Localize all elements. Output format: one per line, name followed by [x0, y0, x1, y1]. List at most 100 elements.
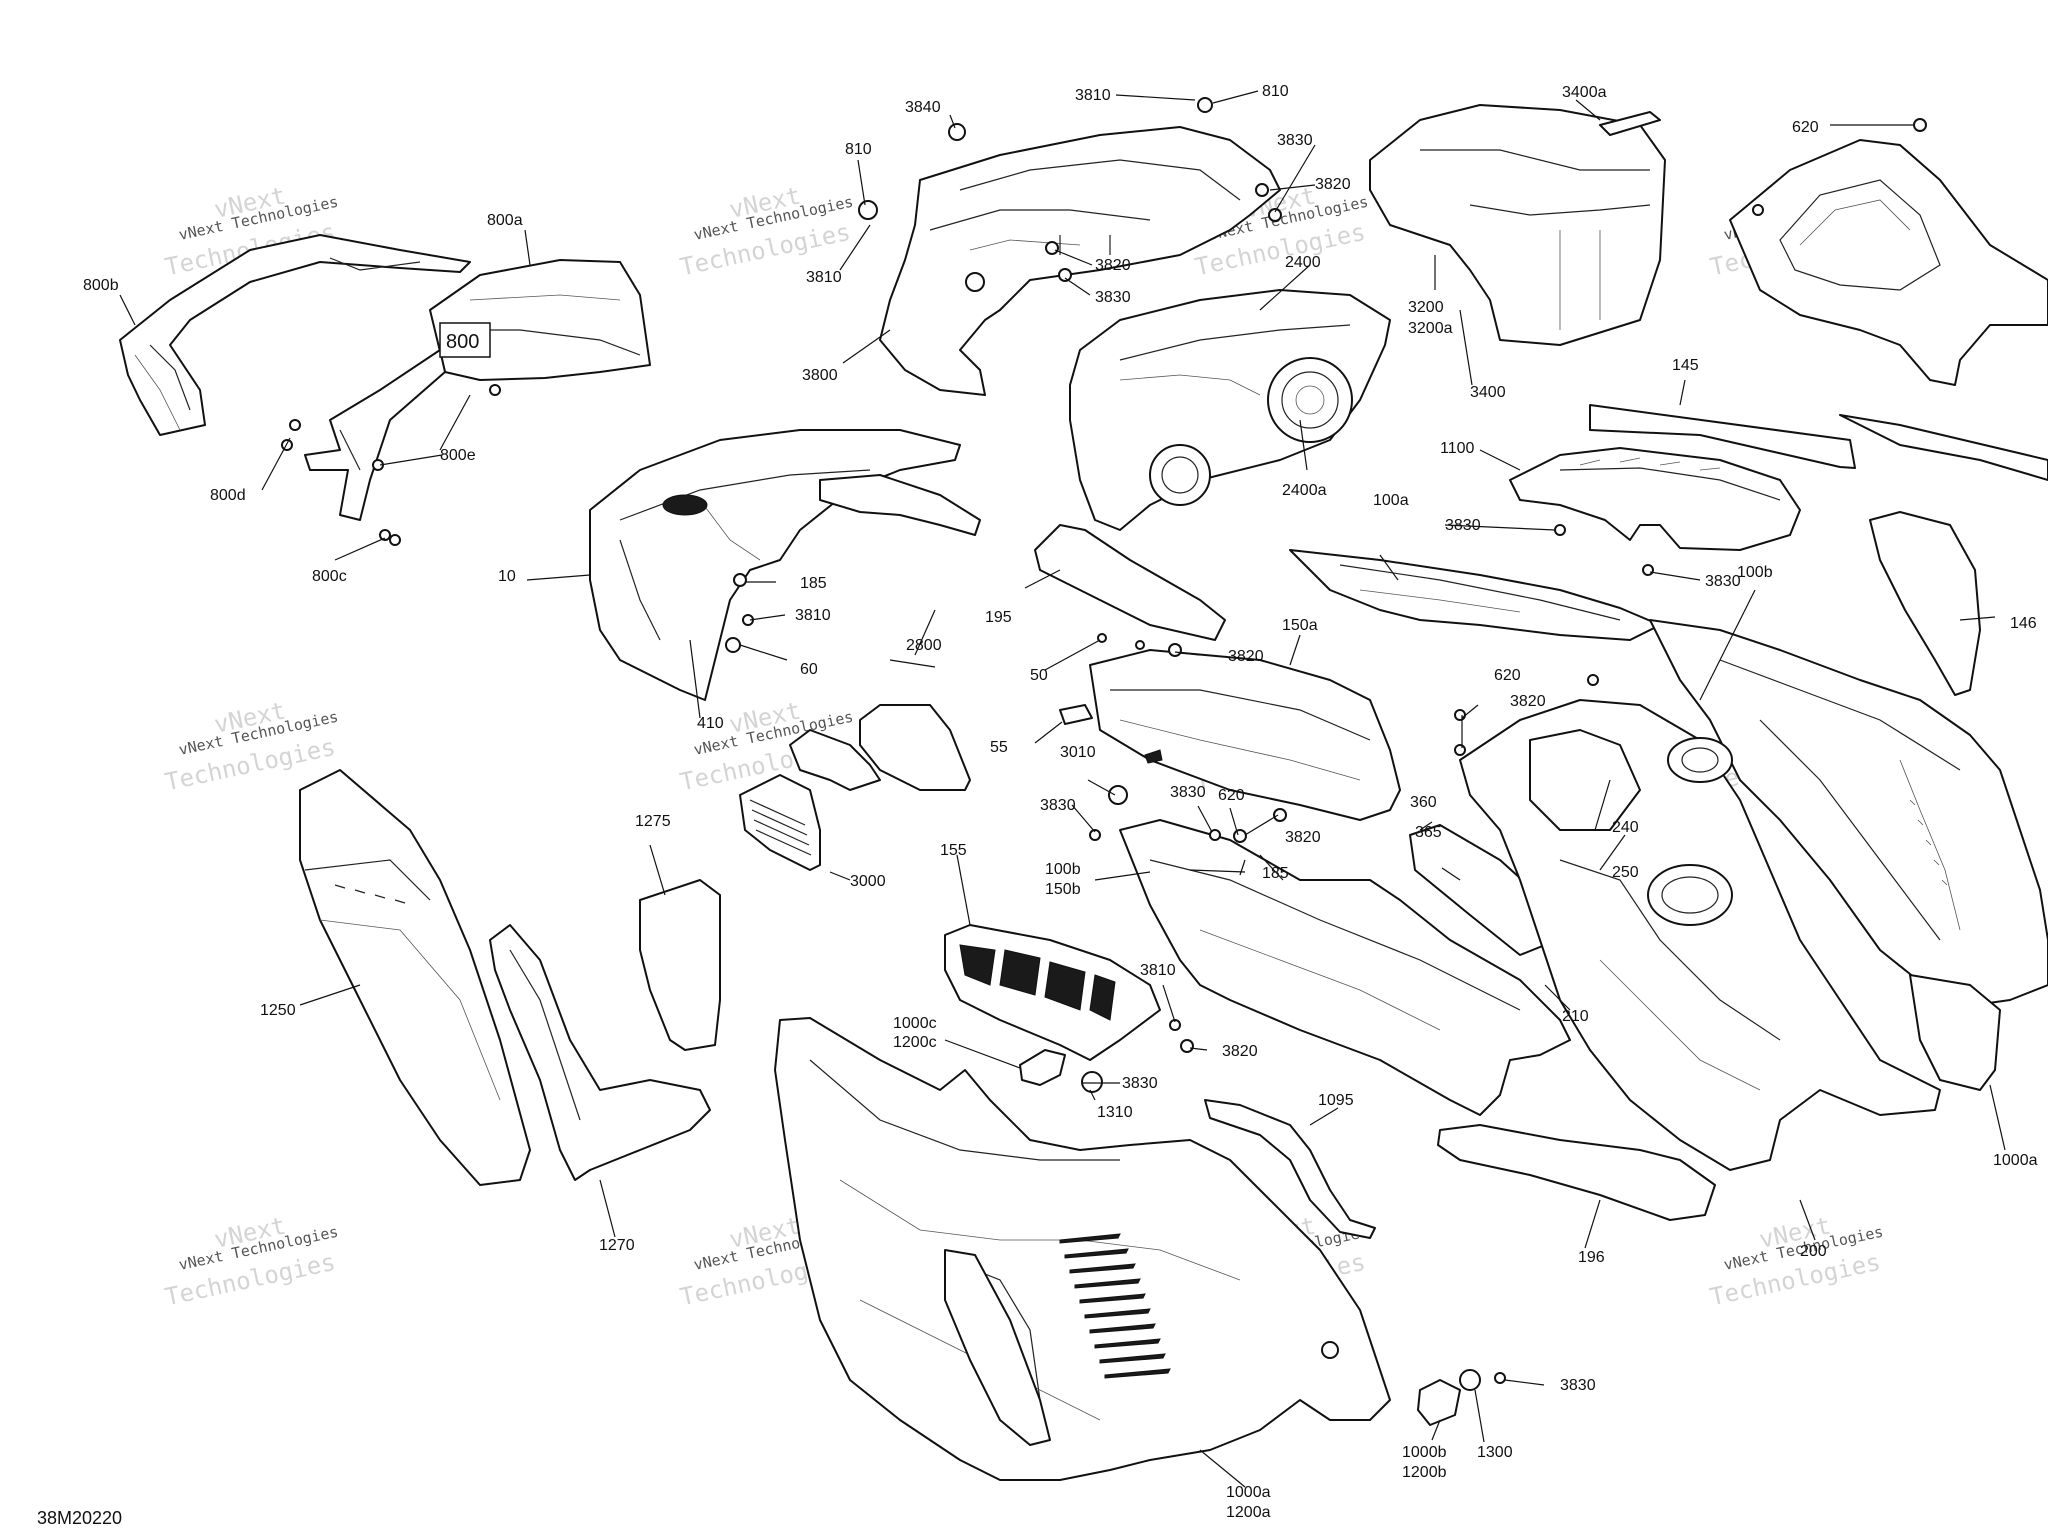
- callout-label: 100a: [1373, 492, 1409, 509]
- callout-label: 1300: [1477, 1444, 1513, 1461]
- callout-label: 195: [985, 609, 1012, 626]
- callout-label: 155: [940, 842, 967, 859]
- callout-label: 1310: [1097, 1104, 1133, 1121]
- part-240-tank: [1459, 699, 1941, 1171]
- callout-label: 3820: [1285, 829, 1321, 846]
- callout-label: 3810: [1075, 87, 1111, 104]
- part-155-vent: [944, 924, 1161, 1061]
- callout-label: 3820: [1228, 648, 1264, 665]
- leader-lines: [119, 90, 2006, 1488]
- part-1250-panel: [299, 769, 531, 1186]
- callout-label: 800a: [487, 212, 523, 229]
- callout-label: 3400a: [1562, 84, 1607, 101]
- part-10-nose-fairing: [589, 429, 981, 701]
- watermark: vNext Technologies vNext Technologies: [678, 181, 855, 281]
- part-1095-strip: [1204, 1099, 1376, 1239]
- callout-label: 185: [1262, 865, 1289, 882]
- part-1000a-right-panel: [1909, 974, 2001, 1091]
- part-3800-upper-cover: [879, 126, 1281, 396]
- part-3000-grille: [739, 774, 821, 871]
- callout-label: 50: [1030, 667, 1048, 684]
- callout-label: 1000b: [1402, 1444, 1447, 1461]
- parts-drawing: [119, 97, 2048, 1481]
- callout-label: 1200c: [893, 1034, 937, 1051]
- callout-label: 800d: [210, 487, 246, 504]
- part-800-bracket: [304, 349, 446, 521]
- part-100a-rail: [1289, 549, 1661, 641]
- callout-label: 3830: [1095, 289, 1131, 306]
- callout-label: 210: [1562, 1008, 1589, 1025]
- callout-label: 3830: [1277, 132, 1313, 149]
- part-146-panel: [1839, 414, 2048, 696]
- callout-label: 185: [800, 575, 827, 592]
- callout-label: 800b: [83, 277, 119, 294]
- part-1100-support: [1509, 447, 1801, 551]
- part-150a-side-panel: [1089, 649, 1401, 821]
- callout-label: 620: [1792, 119, 1819, 136]
- part-800a-cowl: [429, 259, 651, 381]
- watermark: vNext Technologies vNext Technologies: [163, 1211, 340, 1311]
- callout-label: 3830: [1170, 784, 1206, 801]
- part-196-trim: [1437, 1124, 1716, 1221]
- watermark: vNext Technologies vNext Technologies: [1708, 1211, 1885, 1311]
- callout-label: 3830: [1705, 573, 1741, 590]
- callout-label: 146: [2010, 615, 2037, 632]
- callout-label: 3830: [1445, 517, 1481, 534]
- callout-label: 1000a: [1993, 1152, 2038, 1169]
- callout-label: 1270: [599, 1237, 635, 1254]
- callout-label: 620: [1494, 667, 1521, 684]
- part-800b-trim: [119, 234, 471, 436]
- assembly-label-frame: [439, 322, 491, 358]
- callout-label: 3400: [1470, 384, 1506, 401]
- callout-label: 1000c: [893, 1015, 937, 1032]
- callout-label: 3810: [1140, 962, 1176, 979]
- callout-label: 800e: [440, 447, 476, 464]
- callout-label: 3810: [795, 607, 831, 624]
- callout-label: 3820: [1510, 693, 1546, 710]
- part-1000c-clip: [1019, 1049, 1103, 1093]
- callout-label: 3830: [1040, 797, 1076, 814]
- callout-label: 60: [800, 661, 818, 678]
- part-1000a-lower-panel: [774, 1017, 1391, 1481]
- callout-label: 620: [1218, 787, 1245, 804]
- callout-label: 3840: [905, 99, 941, 116]
- callout-label: 3820: [1222, 1043, 1258, 1060]
- callout-label: 1000a: [1226, 1484, 1271, 1501]
- callout-label: 100b: [1045, 861, 1081, 878]
- fasteners: [281, 97, 1927, 1384]
- callout-label: 360: [1410, 794, 1437, 811]
- callout-label: 2400: [1285, 254, 1321, 271]
- callout-label: 2800: [906, 637, 942, 654]
- callout-label: 55: [990, 739, 1008, 756]
- assembly-label-box: 800: [439, 322, 491, 358]
- part-2400-headlight: [1069, 289, 1391, 531]
- part-620-bezel: [1729, 139, 2048, 386]
- part-55-clip: [1059, 704, 1093, 725]
- callout-label: 3830: [1560, 1377, 1596, 1394]
- callout-label: 3200a: [1408, 320, 1453, 337]
- callout-label: 1250: [260, 1002, 296, 1019]
- callout-label: 150a: [1282, 617, 1318, 634]
- callout-label: 365: [1415, 824, 1442, 841]
- part-195-bracket: [1034, 524, 1226, 641]
- callout-label: 3000: [850, 873, 886, 890]
- callout-label: 150b: [1045, 881, 1081, 898]
- part-1000b-clip: [1417, 1369, 1481, 1426]
- callout-label: 3800: [802, 367, 838, 384]
- callout-label: 1275: [635, 813, 671, 830]
- callout-labels: 3810 810 3840 3830 3820 3400a 620 810 38…: [83, 83, 2038, 1521]
- part-150b-lower-panel: [1119, 819, 1571, 1116]
- callout-label: 800c: [312, 568, 347, 585]
- callout-label: 250: [1612, 864, 1639, 881]
- callout-label: 3810: [806, 269, 842, 286]
- callout-label: 3820: [1315, 176, 1351, 193]
- callout-label: 1200b: [1402, 1464, 1447, 1481]
- callout-label: 410: [697, 715, 724, 732]
- callout-label: 1100: [1440, 440, 1475, 457]
- callout-label: 1200a: [1226, 1504, 1271, 1521]
- diagram-code: 38M20220: [37, 1508, 123, 1528]
- callout-label: 196: [1578, 1249, 1605, 1266]
- callout-label: 3010: [1060, 744, 1096, 761]
- part-145-strip: [1589, 404, 1856, 469]
